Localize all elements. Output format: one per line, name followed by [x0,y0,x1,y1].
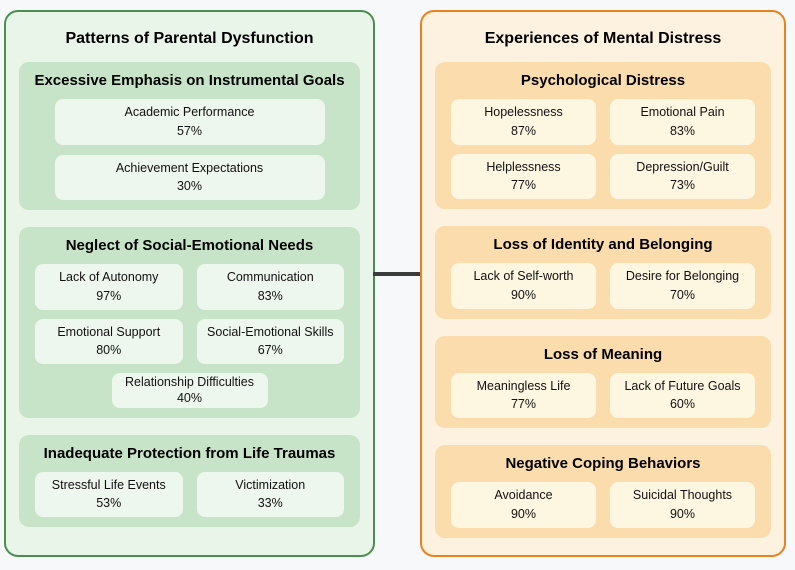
stat-value: 30% [176,179,203,194]
stat-value: 77% [510,397,537,412]
instrumental-goals-boxes: Academic Performance 57% Achievement Exp… [29,99,350,200]
section-psychological-distress: Psychological Distress Hopelessness 87% … [435,62,771,209]
section-heading-psychological-distress: Psychological Distress [520,72,686,89]
stat-value: 33% [257,496,283,511]
section-heading-identity-belonging: Loss of Identity and Belonging [493,236,713,253]
section-heading-instrumental-goals: Excessive Emphasis on Instrumental Goals [34,72,345,89]
stat-box-emotional-pain: Emotional Pain 83% [610,99,755,145]
stat-value: 57% [176,123,203,138]
stat-label: Helplessness [486,159,561,174]
stat-box-academic-performance: Academic Performance 57% [54,99,325,145]
stat-label: Academic Performance [124,105,255,119]
stat-value: 70% [669,287,696,302]
stat-value: 87% [510,123,537,138]
stat-box-avoidance: Avoidance 90% [451,482,596,528]
stat-box-lack-of-self-worth: Lack of Self-worth 90% [451,263,596,309]
section-heading-negative-coping: Negative Coping Behaviors [505,455,701,472]
stat-label: Stressful Life Events [51,477,166,492]
section-heading-life-traumas: Inadequate Protection from Life Traumas [43,444,336,462]
stat-label: Desire for Belonging [625,269,740,283]
stat-value: 83% [257,288,283,303]
stat-label: Avoidance [494,488,553,502]
section-life-traumas: Inadequate Protection from Life Traumas … [19,434,360,527]
stat-value: 77% [510,178,537,193]
stat-label: Emotional Support [57,324,161,339]
right-panel-title: Experiences of Mental Distress [484,30,722,47]
stat-box-stressful-life-events: Stressful Life Events 53% [35,471,183,517]
life-traumas-boxes: Stressful Life Events 53% Victimization … [29,471,350,517]
section-heading-social-emotional-needs: Neglect of Social-Emotional Needs [65,237,314,254]
stat-box-meaningless-life: Meaningless Life 77% [451,372,596,418]
section-social-emotional-needs: Neglect of Social-Emotional Needs Lack o… [19,227,360,418]
stat-label: Emotional Pain [640,105,725,119]
parental-dysfunction-panel: Patterns of Parental Dysfunction Excessi… [4,10,375,557]
social-emotional-needs-boxes: Lack of Autonomy 97% Communication 83% E… [29,264,350,408]
stat-value: 73% [669,178,696,193]
stat-box-suicidal-thoughts: Suicidal Thoughts 90% [610,482,755,528]
psychological-distress-boxes: Hopelessness 87% Emotional Pain 83% Help… [445,99,761,199]
stat-box-emotional-support: Emotional Support 80% [35,318,183,364]
stat-box-helplessness: Helplessness 77% [451,153,596,199]
stat-label: Hopelessness [484,105,563,119]
stat-box-relationship-difficulties: Relationship Difficulties 40% [111,373,268,408]
stat-value: 60% [669,397,696,412]
stat-box-lack-of-future-goals: Lack of Future Goals 60% [610,372,755,418]
stat-box-hopelessness: Hopelessness 87% [451,99,596,145]
stat-label: Lack of Autonomy [59,270,159,284]
stat-value: 67% [257,343,283,358]
stat-value: 90% [510,287,537,302]
section-heading-loss-of-meaning: Loss of Meaning [543,345,663,363]
stat-value: 53% [96,496,122,511]
stat-label: Victimization [235,477,306,492]
stat-value: 40% [176,391,203,406]
stat-box-desire-for-belonging: Desire for Belonging 70% [610,263,755,309]
panel-connector-line [373,272,422,276]
negative-coping-boxes: Avoidance 90% Suicidal Thoughts 90% [445,482,761,528]
identity-belonging-boxes: Lack of Self-worth 90% Desire for Belong… [445,263,761,309]
stat-label: Depression/Guilt [636,159,729,174]
stat-label: Communication [226,270,314,284]
stat-box-social-emotional-skills: Social-Emotional Skills 67% [196,318,344,364]
stat-value: 97% [96,288,122,303]
stat-label: Suicidal Thoughts [632,488,733,502]
stat-value: 80% [96,343,122,358]
stat-value: 83% [669,123,696,138]
section-instrumental-goals: Excessive Emphasis on Instrumental Goals… [19,62,360,210]
loss-of-meaning-boxes: Meaningless Life 77% Lack of Future Goal… [445,372,761,418]
stat-box-depression-guilt: Depression/Guilt 73% [610,153,755,199]
section-loss-of-meaning: Loss of Meaning Meaningless Life 77% Lac… [435,335,771,428]
stat-value: 90% [510,506,537,521]
stat-label: Meaningless Life [476,378,571,393]
stat-label: Relationship Difficulties [125,375,254,389]
stat-value: 90% [669,506,696,521]
section-negative-coping: Negative Coping Behaviors Avoidance 90% … [435,445,771,538]
stat-label: Achievement Expectations [115,160,264,175]
stat-box-achievement-expectations: Achievement Expectations 30% [54,154,325,200]
stat-label: Lack of Self-worth [473,269,574,283]
mental-distress-panel: Experiences of Mental Distress Psycholog… [420,10,786,557]
left-panel-title: Patterns of Parental Dysfunction [65,30,314,47]
stat-label: Social-Emotional Skills [207,324,334,339]
stat-box-communication: Communication 83% [196,264,344,310]
stat-label: Lack of Future Goals [624,378,741,393]
stat-box-victimization: Victimization 33% [196,471,344,517]
section-identity-belonging: Loss of Identity and Belonging Lack of S… [435,226,771,319]
stat-box-lack-of-autonomy: Lack of Autonomy 97% [35,264,183,310]
